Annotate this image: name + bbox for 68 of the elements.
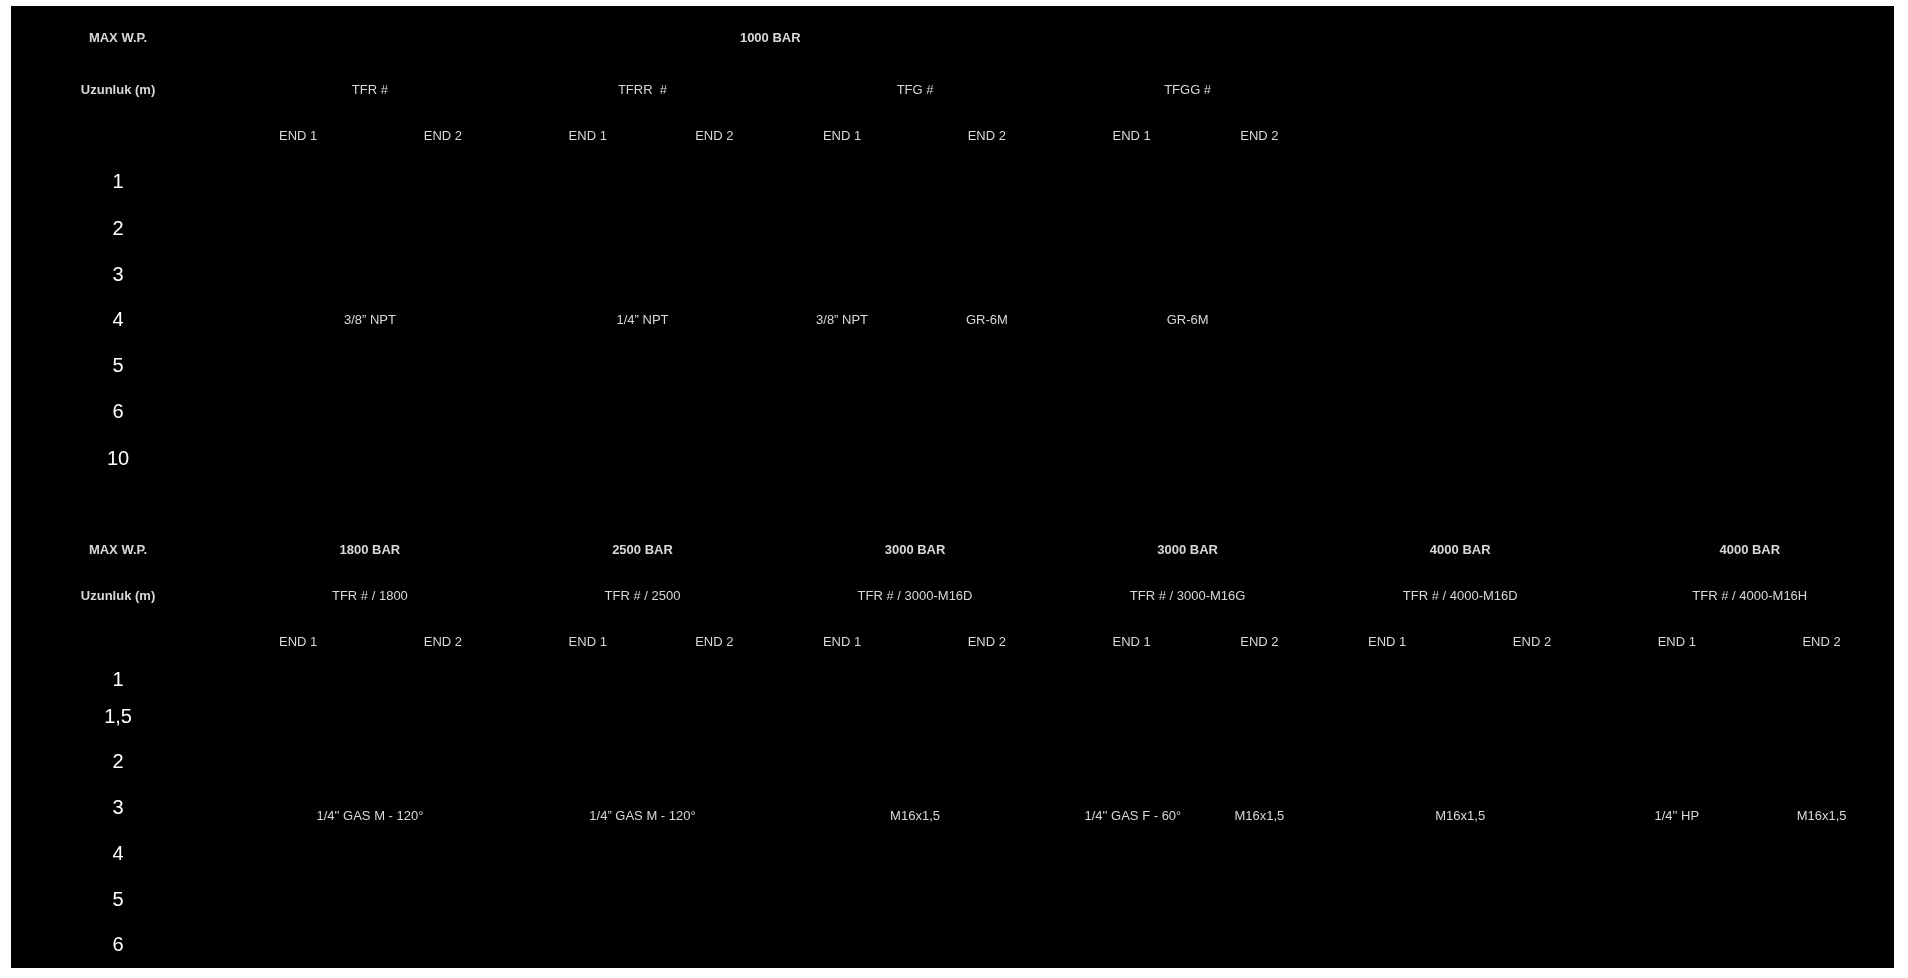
length-value: 2 bbox=[112, 216, 124, 240]
column-header: TFGG # bbox=[1164, 81, 1212, 97]
column-header: TFR # / 2500 bbox=[604, 587, 681, 603]
header-label: 1000 BAR bbox=[739, 29, 801, 44]
end-label: END 1 bbox=[568, 633, 607, 649]
length-value: 3 bbox=[112, 262, 124, 286]
header-label: Uzunluk (m) bbox=[80, 81, 156, 97]
header-label: MAX W.P. bbox=[88, 29, 148, 44]
length-value: 1 bbox=[112, 169, 124, 193]
header-label: 2500 BAR bbox=[612, 541, 673, 557]
length-value: 3 bbox=[112, 795, 124, 819]
cell-value: GR-6M bbox=[965, 311, 1008, 327]
end-label: END 2 bbox=[1240, 633, 1279, 649]
header-label: 3000 BAR bbox=[884, 541, 946, 557]
cell-value: M16x1,5 bbox=[1435, 807, 1486, 823]
cell-value: 1/4'' HP bbox=[1654, 807, 1700, 823]
end-label: END 2 bbox=[1512, 633, 1552, 649]
column-header: TFR # / 4000-M16H bbox=[1692, 587, 1808, 603]
cell-value: M16x1,5 bbox=[890, 807, 940, 823]
header-label: 3000 BAR bbox=[1157, 541, 1218, 557]
cell-value: 1/4” NPT bbox=[616, 311, 669, 327]
end-label: END 1 bbox=[1112, 127, 1151, 143]
header-label: 1800 BAR bbox=[339, 541, 401, 557]
cell-value: M16x1,5 bbox=[1796, 807, 1847, 823]
cell-value: 3/8” NPT bbox=[816, 311, 869, 327]
end-label: END 1 bbox=[568, 127, 607, 143]
length-value: 4 bbox=[112, 307, 124, 331]
length-value: 10 bbox=[106, 446, 130, 469]
cell-value: 1/4'' GAS M - 120° bbox=[316, 807, 424, 823]
length-value: 2 bbox=[112, 749, 124, 772]
length-value: 1,5 bbox=[104, 704, 132, 727]
end-label: END 2 bbox=[695, 127, 734, 143]
header-label: 4000 BAR bbox=[1429, 541, 1491, 557]
cell-value: 1/4'' GAS F - 60° bbox=[1084, 807, 1182, 823]
end-label: END 1 bbox=[279, 633, 318, 649]
column-header: TFR # / 1800 bbox=[331, 587, 408, 603]
end-label: END 1 bbox=[1657, 633, 1696, 649]
cell-value: 3/8” NPT bbox=[343, 311, 396, 327]
length-value: 4 bbox=[112, 841, 124, 865]
column-header: TFR # / 3000-M16G bbox=[1129, 587, 1246, 603]
cell-value: M16x1,5 bbox=[1234, 807, 1285, 823]
column-header: TFRR # bbox=[617, 81, 668, 97]
length-value: 6 bbox=[112, 399, 124, 423]
end-label: END 2 bbox=[1240, 127, 1279, 143]
column-header: TFR # / 4000-M16D bbox=[1402, 587, 1518, 603]
end-label: END 2 bbox=[695, 633, 734, 649]
cell-value: 1/4” GAS M - 120° bbox=[589, 807, 696, 823]
end-label: END 2 bbox=[423, 127, 463, 143]
header-label: 4000 BAR bbox=[1719, 541, 1781, 557]
cell-value: GR-6M bbox=[1166, 311, 1209, 327]
end-label: END 1 bbox=[1368, 633, 1407, 649]
header-label: Uzunluk (m) bbox=[80, 587, 156, 603]
length-value: 5 bbox=[112, 353, 124, 377]
end-label: END 2 bbox=[423, 633, 463, 649]
header-label: MAX W.P. bbox=[88, 541, 148, 557]
end-label: END 1 bbox=[822, 633, 862, 649]
column-header: TFG # bbox=[896, 81, 934, 97]
end-label: END 2 bbox=[967, 633, 1006, 649]
end-label: END 1 bbox=[1112, 633, 1151, 649]
end-label: END 2 bbox=[1802, 633, 1841, 649]
end-label: END 1 bbox=[279, 127, 318, 143]
length-value: 6 bbox=[112, 932, 124, 956]
length-value: 1 bbox=[112, 667, 124, 691]
column-header: TFR # / 3000-M16D bbox=[857, 587, 973, 603]
end-label: END 2 bbox=[967, 127, 1006, 143]
column-header: TFR # bbox=[351, 81, 388, 97]
end-label: END 1 bbox=[822, 127, 862, 143]
length-value: 5 bbox=[112, 887, 124, 911]
